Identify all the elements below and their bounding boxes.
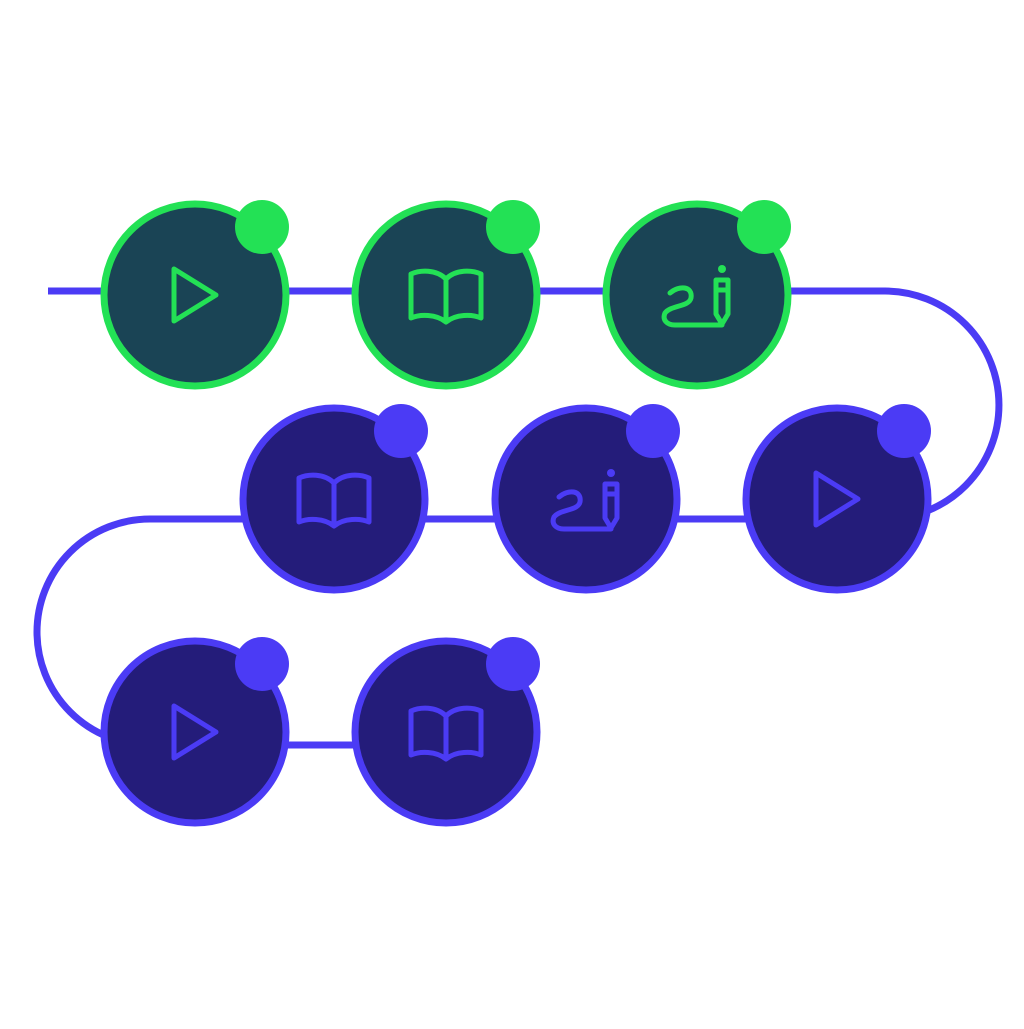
step-circle — [491, 404, 681, 594]
step-node[interactable] — [742, 404, 932, 594]
status-dot — [486, 637, 540, 691]
book-icon — [296, 472, 372, 529]
play-icon — [171, 266, 219, 324]
status-dot — [877, 404, 931, 458]
step-node[interactable] — [602, 200, 792, 390]
writing-icon — [550, 469, 620, 532]
step-node[interactable] — [239, 404, 429, 594]
status-dot — [235, 200, 289, 254]
book-icon — [408, 268, 484, 325]
step-node[interactable] — [491, 404, 681, 594]
book-icon — [408, 705, 484, 762]
step-circle — [742, 404, 932, 594]
play-icon — [813, 470, 861, 528]
status-dot — [737, 200, 791, 254]
step-circle — [100, 637, 290, 827]
play-icon — [171, 703, 219, 761]
step-node[interactable] — [351, 200, 541, 390]
status-dot — [235, 637, 289, 691]
status-dot — [374, 404, 428, 458]
status-dot — [626, 404, 680, 458]
step-node[interactable] — [100, 200, 290, 390]
step-node[interactable] — [100, 637, 290, 827]
writing-icon — [661, 265, 731, 328]
step-node[interactable] — [351, 637, 541, 827]
step-circle — [602, 200, 792, 390]
status-dot — [486, 200, 540, 254]
step-circle — [100, 200, 290, 390]
